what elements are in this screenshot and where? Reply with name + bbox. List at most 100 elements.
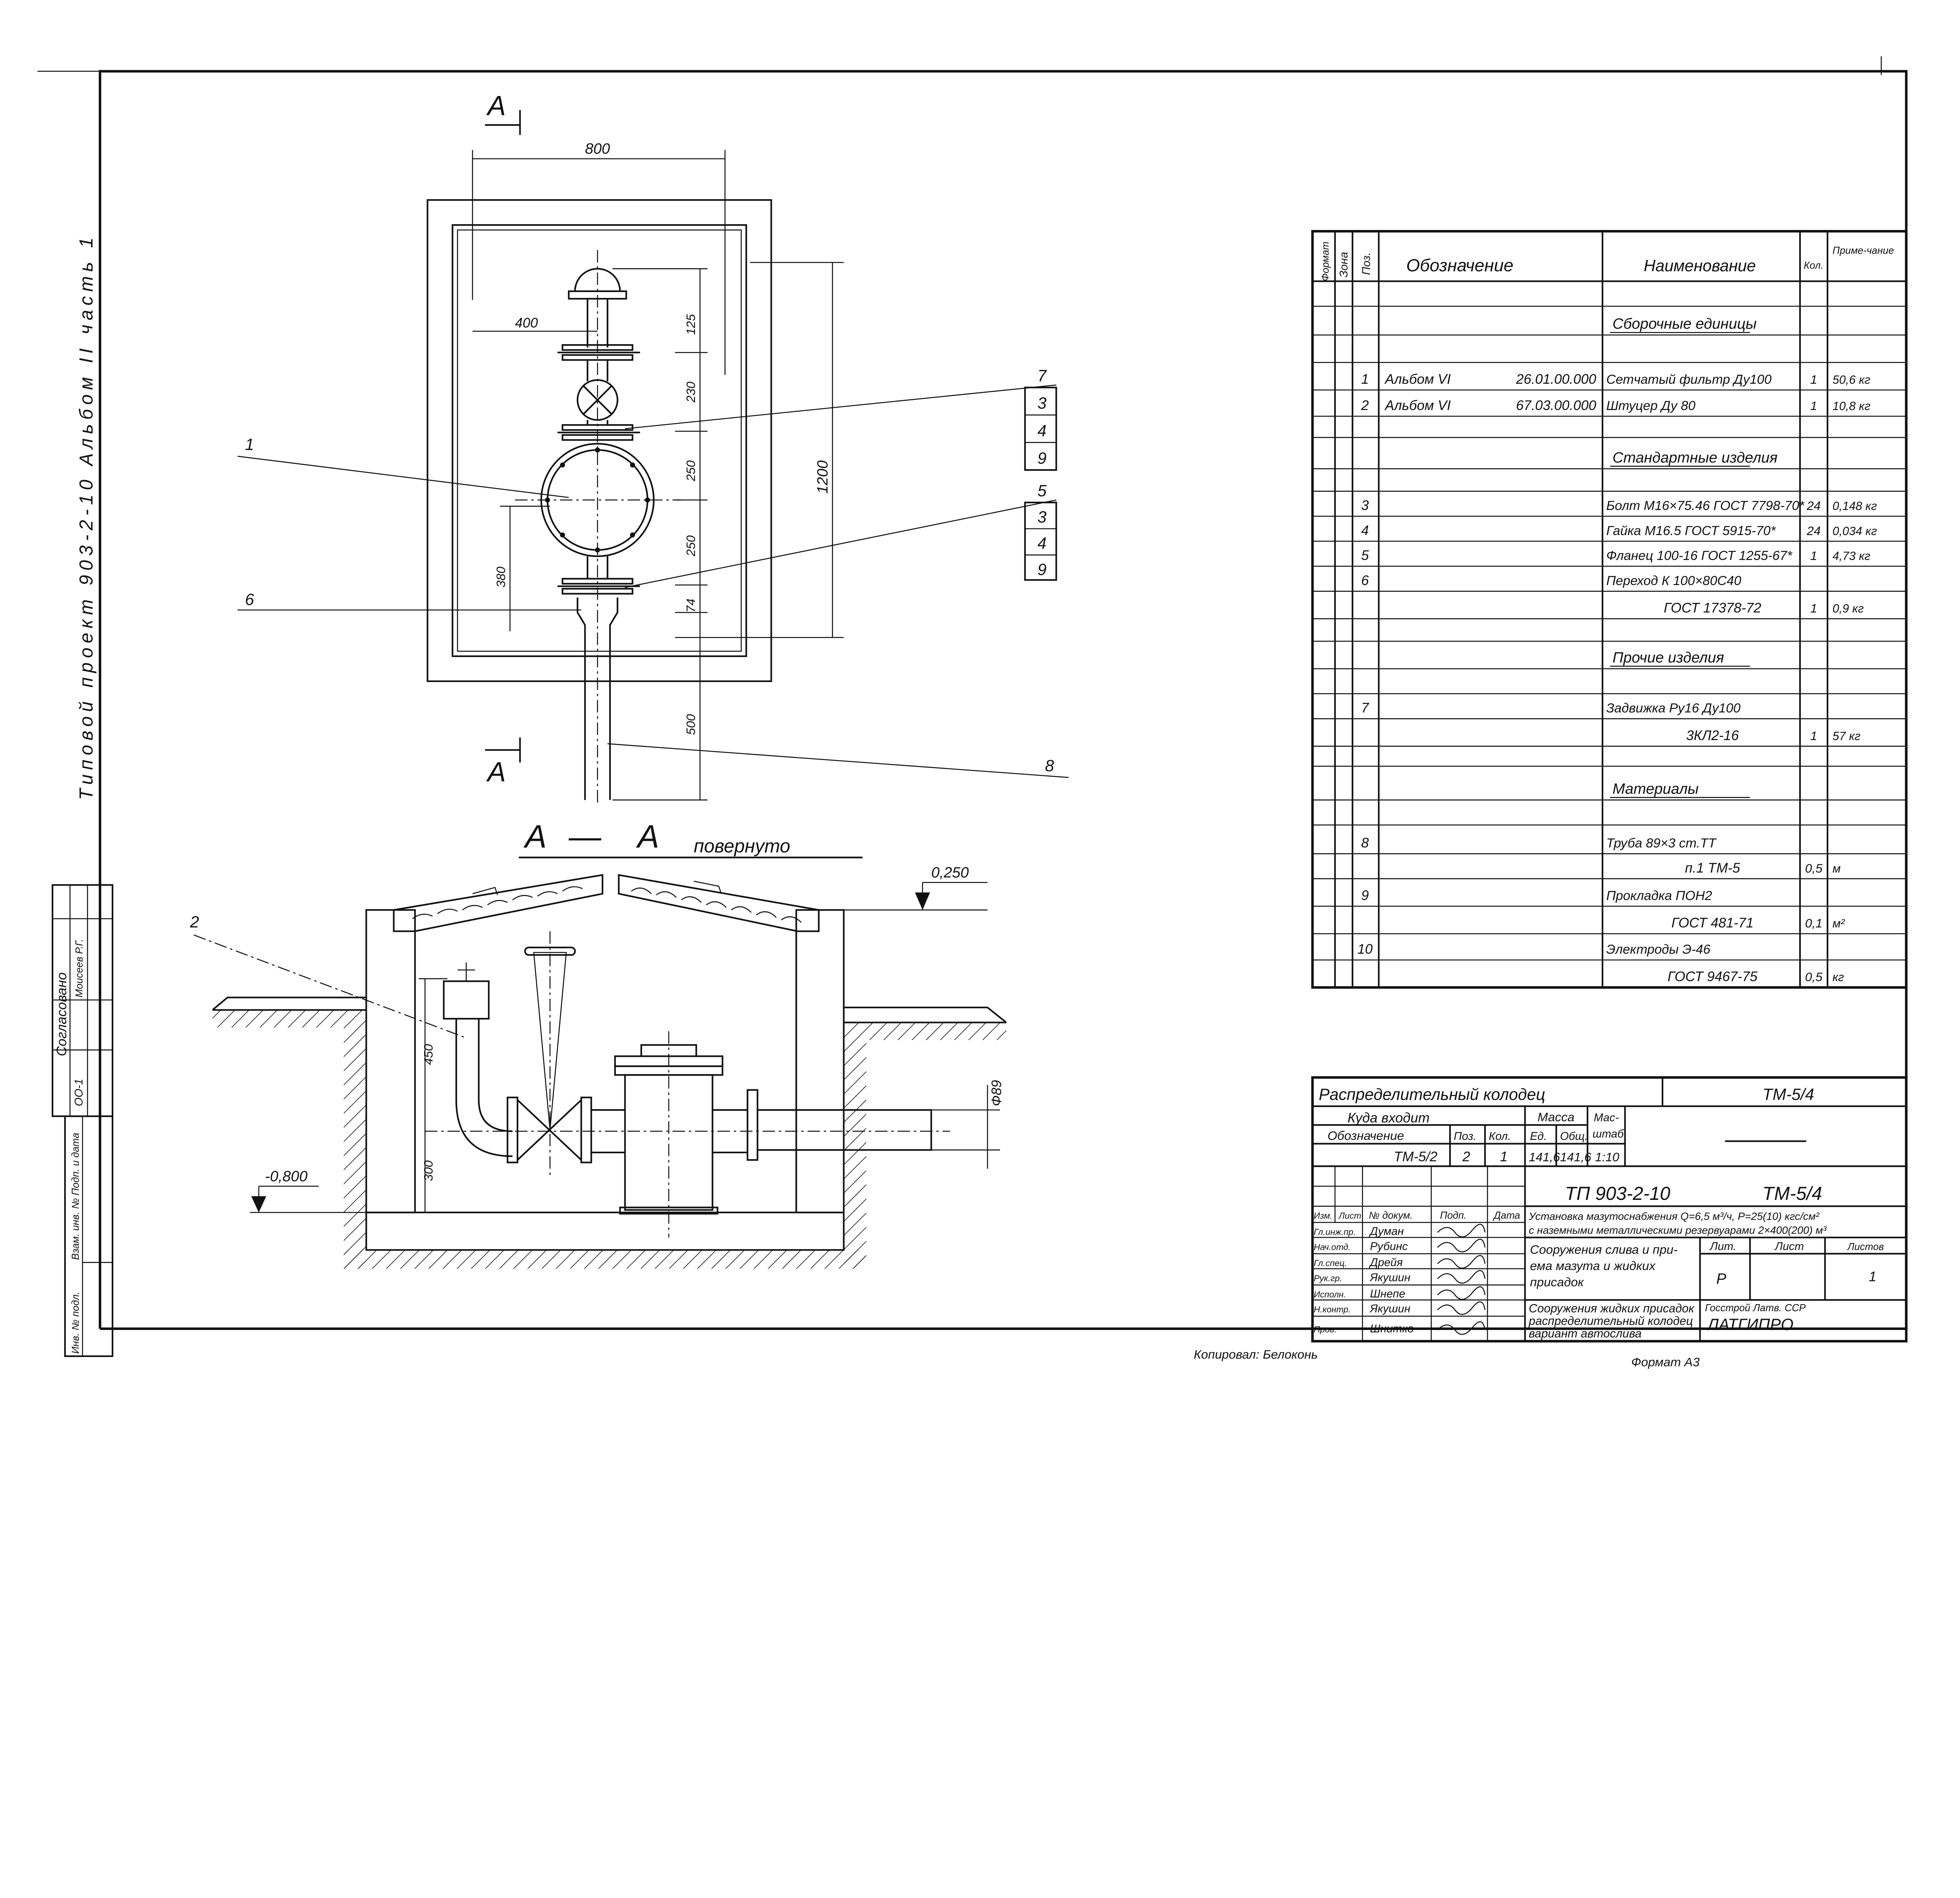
cell-pos: 7 [1361, 700, 1369, 716]
callout-8: 8 [1045, 756, 1054, 775]
svg-text:7: 7 [1038, 367, 1047, 385]
tb-name: Распределительный колодец [1319, 1085, 1545, 1103]
svg-text:Лист: Лист [1338, 1211, 1361, 1221]
signature-scribble [1437, 1224, 1486, 1238]
cell-qty: 1 [1810, 549, 1817, 563]
tb-val-designation: ТМ-5/2 [1394, 1149, 1437, 1164]
tb-structure-3: присадок [1530, 1275, 1584, 1289]
dim-380: 380 [494, 566, 508, 587]
cell-pos: 5 [1361, 548, 1369, 563]
svg-text:—: — [568, 818, 602, 855]
cell-cont: ГОСТ 481-71 [1671, 915, 1754, 931]
pipe-diameter: Ф89 [989, 1080, 1004, 1106]
svg-text:Изм.: Изм. [1314, 1211, 1332, 1221]
header-zone: Зона [1338, 252, 1350, 278]
tb-description-1: Установка мазутоснабжения Q=6,5 м³/ч, Р=… [1528, 1210, 1820, 1222]
cell-name: Электроды Э-46 [1606, 942, 1711, 957]
signer-role: Исполн. [1314, 1290, 1346, 1299]
tb-col-unit: Ед. [1530, 1130, 1547, 1143]
cell-cont: п.1 ТМ-5 [1685, 860, 1740, 876]
cell-cont: 3КЛ2-16 [1686, 728, 1739, 743]
tb-org-2: ЛАТГИПРО [1706, 1315, 1793, 1334]
cell-note: 50,6 кг [1833, 374, 1871, 386]
signer-role: Гл.спец. [1314, 1258, 1347, 1268]
signature-scribble [1437, 1286, 1486, 1300]
svg-text:повернуто: повернуто [694, 836, 790, 857]
svg-text:0,250: 0,250 [931, 864, 969, 881]
signer-name: Якушин [1369, 1271, 1410, 1284]
table-row: Прочие изделия [1312, 649, 1906, 670]
cell-qty: 1 [1810, 601, 1817, 615]
svg-text:5: 5 [1038, 481, 1047, 500]
signer-role: Пров. [1314, 1325, 1337, 1334]
tb-col-total: Общ. [1560, 1130, 1588, 1143]
cell-des_a: Альбом VI [1384, 372, 1451, 387]
signature-row: Исполн. Шнепе [1314, 1286, 1486, 1300]
callout-group-1: 7 3 4 9 [1024, 367, 1057, 471]
header-format: Формат [1320, 241, 1331, 281]
stamp-inv: Инв. № подл. [70, 1292, 81, 1354]
callout-group-2: 5 3 4 9 [1024, 481, 1057, 581]
footer-format: Формат А3 [1631, 1355, 1700, 1369]
svg-text:3: 3 [1038, 394, 1047, 412]
svg-text:А: А [486, 90, 506, 121]
header-qty: Кол. [1804, 260, 1823, 271]
dim-74: 74 [684, 599, 698, 612]
signer-name: Шнепе [1370, 1288, 1405, 1300]
valve-symbol [577, 379, 619, 421]
cell-note: 10,8 кг [1833, 400, 1871, 413]
signature-scribble [1437, 1301, 1486, 1315]
tb-structure-1: Сооружения слива и при- [1530, 1242, 1678, 1256]
cell-note: 4,73 кг [1833, 550, 1871, 563]
stamp-code: ОО-1 [73, 1079, 85, 1106]
cell-note: м² [1833, 917, 1845, 930]
cell-qty: 1 [1810, 729, 1817, 743]
svg-text:9: 9 [1038, 449, 1047, 467]
tb-val-pos: 2 [1462, 1149, 1470, 1164]
tb-stage: Р [1716, 1270, 1726, 1287]
tb-sheets: 1 [1869, 1269, 1877, 1284]
cell-qty: 0,5 [1805, 970, 1823, 984]
sheet-frame [37, 56, 1908, 1330]
signer-name: Шнитко [1370, 1323, 1414, 1335]
svg-text:-0,800: -0,800 [265, 1168, 307, 1185]
header-note: Приме-чание [1833, 245, 1894, 256]
tb-mass: Масса [1537, 1110, 1574, 1124]
cell-name: Прокладка ПОН2 [1606, 889, 1712, 903]
dim-400: 400 [515, 315, 538, 330]
signature-row: Пров. Шнитко [1314, 1321, 1486, 1335]
svg-text:А: А [486, 756, 506, 787]
svg-text:А: А [523, 818, 546, 855]
tb-val-qty: 1 [1500, 1149, 1508, 1164]
dim-800: 800 [585, 140, 610, 157]
cell-pos: 2 [1361, 398, 1369, 413]
tb-where-used: Куда входит [1348, 1110, 1430, 1126]
section-heading: Прочие изделия [1613, 649, 1724, 666]
dim-1200: 1200 [814, 460, 831, 494]
section-view: А — А повернуто [190, 818, 1007, 1269]
signer-name: Дрейя [1369, 1256, 1403, 1269]
cell-qty: 24 [1806, 524, 1820, 538]
side-title: Типовой проект 903-2-10 Альбом II часть … [76, 238, 97, 800]
cell-name: Гайка М16.5 ГОСТ 5915-70* [1606, 524, 1776, 538]
signer-name: Рубинс [1370, 1240, 1408, 1253]
svg-text:Подп.: Подп. [1440, 1210, 1466, 1221]
cell-name: Труба 89×3 ст.ТТ [1606, 836, 1717, 851]
section-title: А — А повернуто [519, 818, 863, 858]
filter-bolts [545, 447, 650, 553]
cell-des_a: Альбом VI [1384, 398, 1451, 413]
dim-450: 450 [421, 1044, 435, 1065]
signature-row: Гл.спец. Дрейя [1314, 1255, 1486, 1269]
cell-des_b: 67.03.00.000 [1516, 398, 1596, 413]
signature-scribble [1437, 1321, 1486, 1335]
table-row: Материалы [1312, 780, 1906, 801]
tb-sheet-title-3: вариант автослива [1529, 1327, 1642, 1340]
